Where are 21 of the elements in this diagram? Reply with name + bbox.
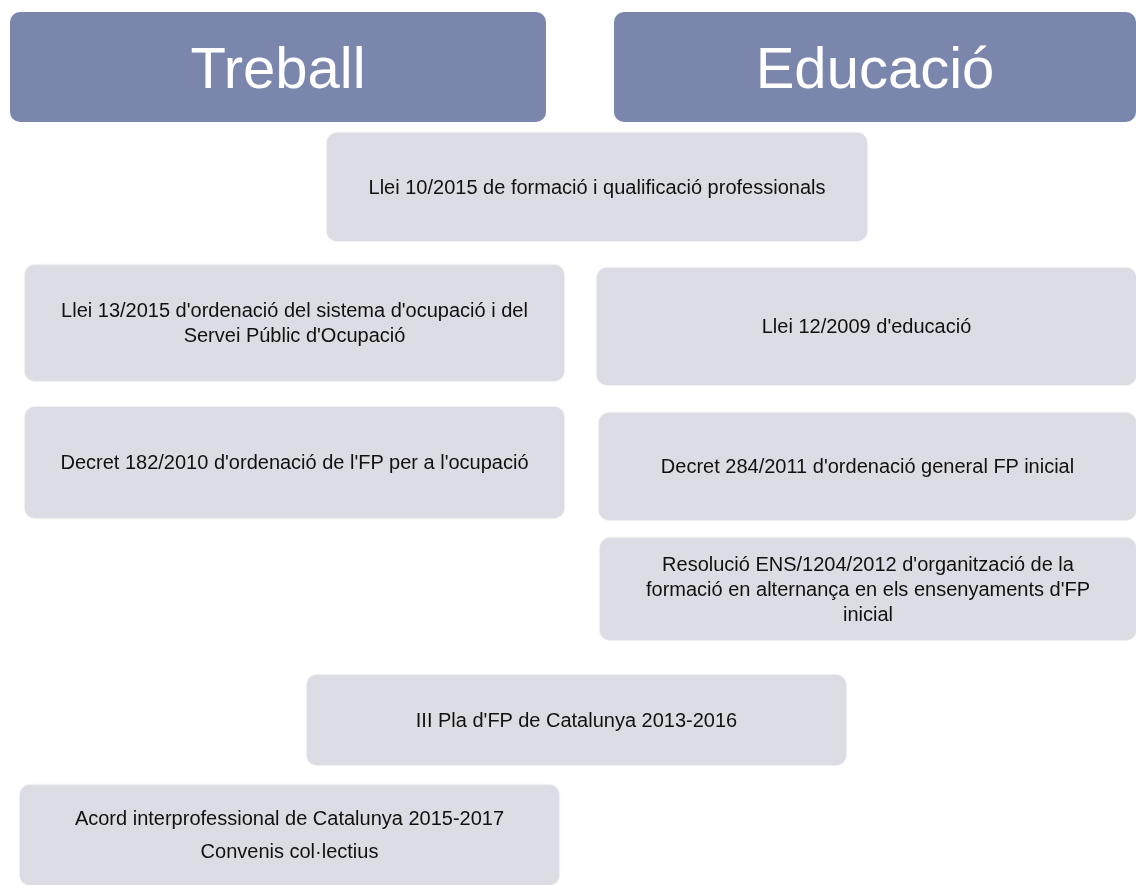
header-box bbox=[10, 12, 546, 122]
law-title: Llei 13/2015 d'ordenació del sistema d'ocupació i del Servei Públic d'Ocupació bbox=[60, 298, 529, 348]
law-title: III Pla d'FP de Catalunya 2013-2016 bbox=[415, 707, 738, 733]
law-title: Acord interprofessional de Catalunya 2015-2017 bbox=[74, 806, 505, 831]
law-box bbox=[25, 407, 564, 518]
law-box bbox=[599, 413, 1136, 520]
law-box bbox=[600, 538, 1136, 640]
law-title: Decret 284/2011 d'ordenació general FP inicial bbox=[660, 454, 1075, 479]
header-title: Educació bbox=[755, 33, 995, 101]
law-title: Convenis col·lectius bbox=[200, 839, 379, 864]
law-title: Decret 182/2010 d'ordenació de l'FP per a l'ocupació bbox=[60, 450, 529, 475]
law-box bbox=[25, 265, 564, 381]
law-title: Llei 12/2009 d'educació bbox=[761, 314, 972, 339]
law-title: Llei 10/2015 de formació i qualificació professionals bbox=[368, 174, 826, 200]
law-box bbox=[20, 785, 559, 885]
law-title: Resolució ENS/1204/2012 d'organització de la formació en alternança en els ensenyaments d'FP inicial bbox=[644, 551, 1092, 627]
header-title: Treball bbox=[190, 33, 366, 101]
law-box bbox=[327, 133, 867, 241]
law-box bbox=[597, 268, 1136, 385]
header-box bbox=[614, 12, 1136, 122]
law-box bbox=[307, 675, 846, 765]
